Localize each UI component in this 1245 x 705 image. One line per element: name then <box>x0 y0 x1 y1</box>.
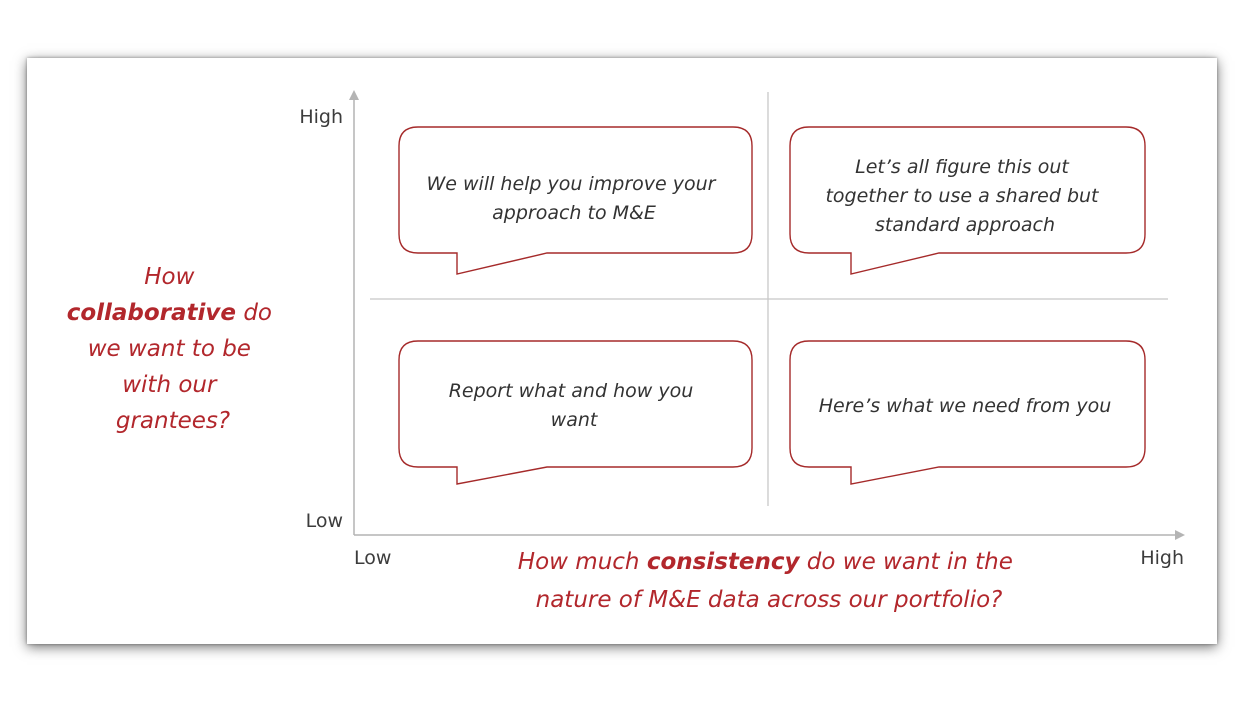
x-axis-arrow-icon <box>1175 530 1185 540</box>
y-axis-low-label: Low <box>306 510 343 532</box>
quadrant-top-right-text: Let’s all figure this out together to us… <box>825 156 1104 236</box>
quadrant-bottom-right-text: Here’s what we need from you <box>819 395 1112 417</box>
speech-bubble-top-right <box>789 126 1146 275</box>
x-axis-low-label: Low <box>354 547 391 569</box>
x-axis-high-label: High <box>1140 547 1184 569</box>
matrix-diagram: High Low Low High We will help you impro… <box>67 90 1185 613</box>
y-axis-high-label: High <box>299 106 343 128</box>
speech-bubble-bottom-left <box>398 340 753 485</box>
y-axis-arrow-icon <box>349 90 359 100</box>
slide: High Low Low High We will help you impro… <box>27 58 1217 644</box>
speech-bubble-bottom-right <box>789 340 1146 485</box>
quadrant-top-left-text: We will help you improve your approach t… <box>426 173 721 224</box>
speech-bubble-top-left <box>398 126 753 275</box>
x-axis-question: How much consistency do we want in the n… <box>518 549 1020 613</box>
y-axis-question: How collaborative do we want to be with … <box>67 264 280 434</box>
quadrant-bottom-left-text: Report what and how you want <box>449 380 700 431</box>
